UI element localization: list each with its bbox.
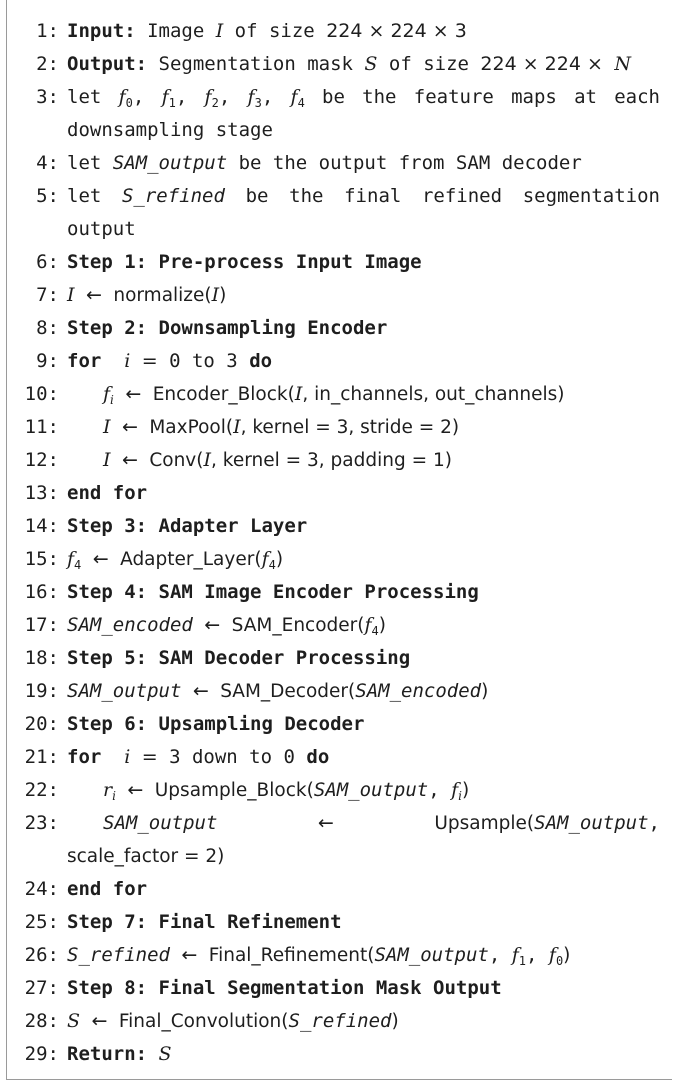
line-number: 2:	[36, 53, 59, 75]
line-content: f4 ← Adapter_Layer(f4)	[67, 548, 284, 572]
algorithm-line: 19: SAM_output ← SAM_Decoder(SAM_encoded…	[0, 675, 674, 708]
line-content: for i = 3 down to 0 do	[67, 746, 330, 768]
line-number: 1:	[36, 20, 59, 42]
line-number: 8:	[36, 317, 59, 339]
line-content: Input: Image I of size 224 × 224 × 3	[67, 20, 467, 42]
line-number: 22:	[24, 779, 59, 801]
line-number: 25:	[24, 911, 59, 933]
line-content: SAM_encoded ← SAM_Encoder(f4)	[67, 614, 386, 638]
algorithm-line: 2: Output: Segmentation mask S of size 2…	[0, 48, 674, 81]
line-number: 23:	[24, 812, 59, 834]
line-continuation: scale_factor = 2)	[67, 846, 225, 867]
line-content: let SAM_output be the output from SAM de…	[67, 152, 582, 174]
step-heading: Step 4: SAM Image Encoder Processing	[67, 581, 479, 603]
end-for-keyword: end for	[67, 482, 148, 504]
line-content: I ← Conv(I, kernel = 3, padding = 1)	[103, 449, 452, 471]
algorithm-line: 14: Step 3: Adapter Layer	[0, 510, 674, 543]
line-number: 16:	[24, 581, 59, 603]
line-number: 29:	[24, 1043, 59, 1065]
step-heading: Step 2: Downsampling Encoder	[67, 317, 388, 339]
line-number: 17:	[24, 614, 59, 636]
line-number: 28:	[24, 1010, 59, 1032]
algorithm-line: 29: Return: S	[0, 1038, 674, 1071]
algorithm-line: 8: Step 2: Downsampling Encoder	[0, 312, 674, 345]
line-content: Output: Segmentation mask S of size 224 …	[67, 53, 631, 75]
line-number: 7:	[36, 284, 59, 306]
step-heading: Step 5: SAM Decoder Processing	[67, 647, 411, 669]
line-content: S_refined ← Final_Refinement(SAM_output,…	[67, 944, 571, 968]
line-content: SAM_output ← SAM_Decoder(SAM_encoded)	[67, 680, 489, 702]
algorithm-line: 20: Step 6: Upsampling Decoder	[0, 708, 674, 741]
algorithm-line: 4: let SAM_output be the output from SAM…	[0, 147, 674, 180]
algorithm-line: 21: for i = 3 down to 0 do	[0, 741, 674, 774]
step-heading: Step 1: Pre-process Input Image	[67, 251, 422, 273]
line-content: ri ← Upsample_Block(SAM_output, fi)	[103, 779, 470, 803]
algorithm-line: 9: for i = 0 to 3 do	[0, 345, 674, 378]
line-content: Return: S	[67, 1043, 172, 1065]
line-number: 21:	[24, 746, 59, 768]
line-content: for i = 0 to 3 do	[67, 350, 273, 372]
end-for-keyword: end for	[67, 878, 148, 900]
line-number: 4:	[36, 152, 59, 174]
line-number: 5:	[36, 185, 59, 207]
line-number: 10:	[24, 383, 59, 405]
algorithm-line: 12: I ← Conv(I, kernel = 3, padding = 1)	[0, 444, 674, 477]
line-content: fi ← Encoder_Block(I, in_channels, out_c…	[103, 383, 565, 407]
step-heading: Step 8: Final Segmentation Mask Output	[67, 977, 502, 999]
step-heading: Step 3: Adapter Layer	[67, 515, 308, 537]
line-number: 24:	[24, 878, 59, 900]
line-content: I ← normalize(I)	[67, 284, 227, 306]
line-number: 20:	[24, 713, 59, 735]
algorithm-line: 1: Input: Image I of size 224 × 224 × 3	[0, 15, 674, 48]
line-number: 15:	[24, 548, 59, 570]
line-number: 13:	[24, 482, 59, 504]
line-content: S ← Final_Convolution(S_refined)	[67, 1010, 399, 1032]
line-number: 27:	[24, 977, 59, 999]
line-number: 3:	[36, 86, 59, 108]
algorithm-line: 7: I ← normalize(I)	[0, 279, 674, 312]
algorithm-line: 11: I ← MaxPool(I, kernel = 3, stride = …	[0, 411, 674, 444]
algorithm-frame	[6, 0, 672, 1080]
algorithm-line: 10: fi ← Encoder_Block(I, in_channels, o…	[0, 378, 674, 411]
line-number: 19:	[24, 680, 59, 702]
line-number: 14:	[24, 515, 59, 537]
algorithm-line: 27: Step 8: Final Segmentation Mask Outp…	[0, 972, 674, 1005]
algorithm-line: 5: let S_refined be the final refined se…	[0, 180, 674, 246]
line-number: 12:	[24, 449, 59, 471]
step-heading: Step 6: Upsampling Decoder	[67, 713, 365, 735]
step-heading: Step 7: Final Refinement	[67, 911, 342, 933]
line-number: 18:	[24, 647, 59, 669]
algorithm-line: 17: SAM_encoded ← SAM_Encoder(f4)	[0, 609, 674, 642]
algorithm-block: 1: Input: Image I of size 224 × 224 × 3 …	[0, 15, 674, 1071]
algorithm-line: 26: S_refined ← Final_Refinement(SAM_out…	[0, 939, 674, 972]
line-number: 6:	[36, 251, 59, 273]
line-number: 11:	[24, 416, 59, 438]
line-content: I ← MaxPool(I, kernel = 3, stride = 2)	[103, 416, 460, 438]
algorithm-line: 16: Step 4: SAM Image Encoder Processing	[0, 576, 674, 609]
line-content: let f0, f1, f2, f3, f4 be the feature ma…	[67, 86, 660, 141]
algorithm-line: 25: Step 7: Final Refinement	[0, 906, 674, 939]
algorithm-line: 24: end for	[0, 873, 674, 906]
line-content: SAM_output←Upsample(SAM_output,	[103, 812, 660, 834]
algorithm-line: 18: Step 5: SAM Decoder Processing	[0, 642, 674, 675]
algorithm-line: 3: let f0, f1, f2, f3, f4 be the feature…	[0, 81, 674, 147]
algorithm-line: 15: f4 ← Adapter_Layer(f4)	[0, 543, 674, 576]
algorithm-line: 13: end for	[0, 477, 674, 510]
algorithm-line: 28: S ← Final_Convolution(S_refined)	[0, 1005, 674, 1038]
algorithm-line: 6: Step 1: Pre-process Input Image	[0, 246, 674, 279]
algorithm-line: 22: ri ← Upsample_Block(SAM_output, fi)	[0, 774, 674, 807]
line-number: 9:	[36, 350, 59, 372]
line-content: let S_refined be the final refined segme…	[67, 185, 660, 240]
line-number: 26:	[24, 944, 59, 966]
algorithm-line: 23: SAM_output←Upsample(SAM_output, scal…	[0, 807, 674, 873]
